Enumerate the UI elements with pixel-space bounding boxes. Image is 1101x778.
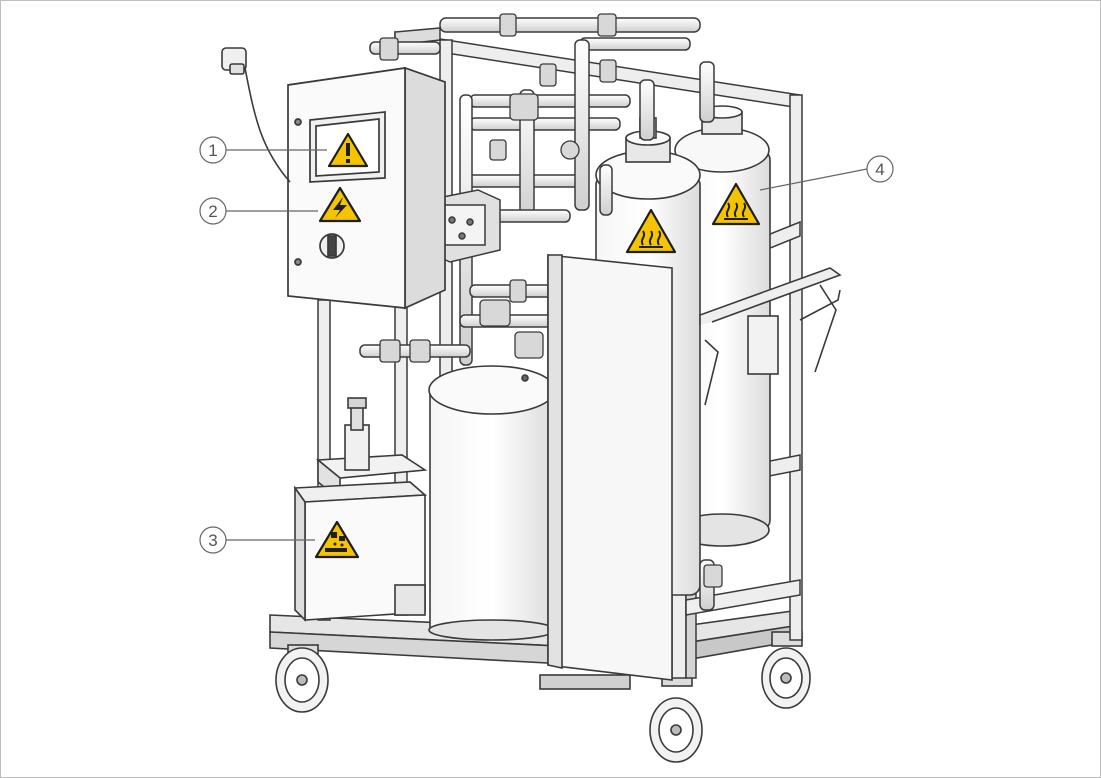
- callout-3-label: 3: [208, 531, 217, 550]
- valves-fittings: [379, 13, 723, 588]
- callout-3: 3: [199, 526, 315, 554]
- caster-wheel-front-left: [275, 644, 329, 713]
- chemical-container: [293, 397, 428, 622]
- pump-unit: [427, 189, 501, 263]
- power-cord: [221, 47, 291, 183]
- callout-4-label: 4: [875, 160, 884, 179]
- callout-2-label: 2: [208, 202, 217, 221]
- callout-2: 2: [199, 197, 318, 225]
- callout-4: 4: [759, 155, 894, 191]
- storage-vessel: [428, 365, 556, 641]
- hot-surface-icon-front: [625, 208, 677, 254]
- callout-1: 1: [199, 136, 327, 164]
- callout-1-label: 1: [208, 141, 217, 160]
- caster-wheel-front-right: [649, 669, 703, 763]
- cart-handle: [699, 267, 842, 406]
- piping-network: [359, 17, 715, 611]
- general-warning-icon: [327, 132, 369, 168]
- hot-surface-icon-rear: [711, 182, 761, 226]
- control-cabinet: [287, 66, 446, 310]
- caster-wheel-rear-right: [761, 631, 811, 709]
- front-guard-panel: [547, 254, 673, 681]
- corrosive-hazard-icon: [314, 520, 360, 559]
- electrical-hazard-icon: [318, 186, 362, 223]
